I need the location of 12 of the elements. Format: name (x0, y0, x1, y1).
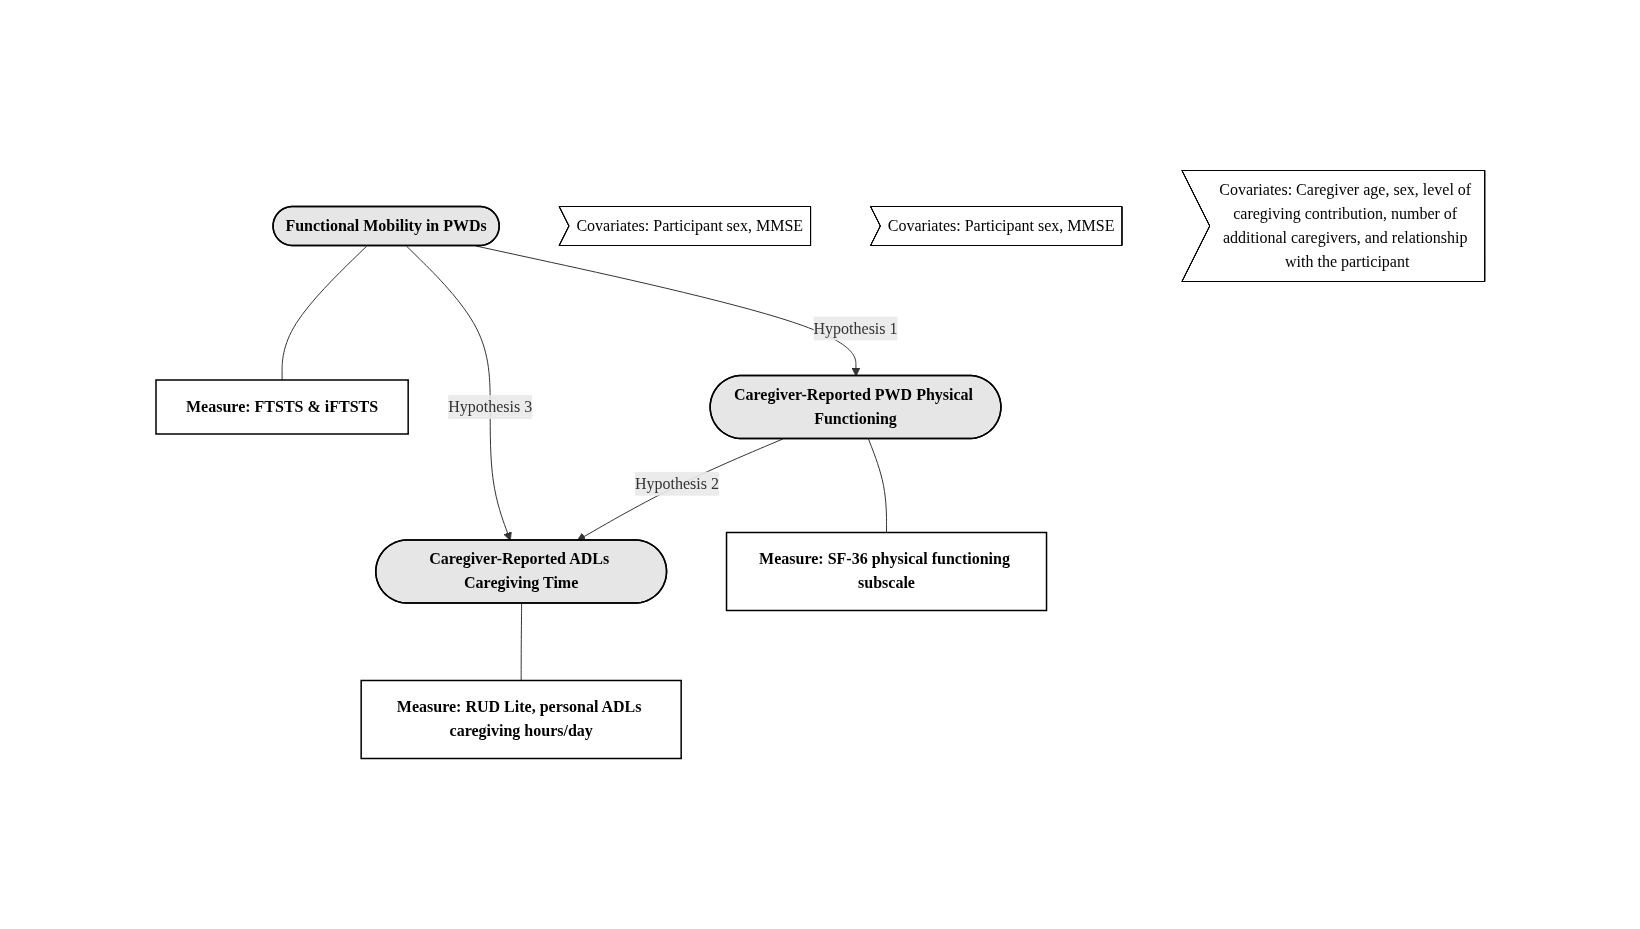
connector (867, 438, 887, 533)
arrow (475, 245, 860, 377)
connector (520, 603, 522, 681)
node-box: Measure: FTSTS & iFTSTS (154, 379, 409, 435)
arrow (576, 438, 783, 541)
edge-label: Hypothesis 3 (447, 398, 532, 415)
edge-label: Hypothesis 2 (634, 474, 719, 492)
node-box: Measure: RUD Lite, personal ADLs caregiving hours/day (360, 679, 682, 760)
arrow (405, 245, 512, 541)
edge-label: Hypothesis 1 (813, 319, 898, 337)
node-box: Measure: SF-36 physical functioning subscale (725, 531, 1047, 612)
connector (281, 245, 367, 381)
